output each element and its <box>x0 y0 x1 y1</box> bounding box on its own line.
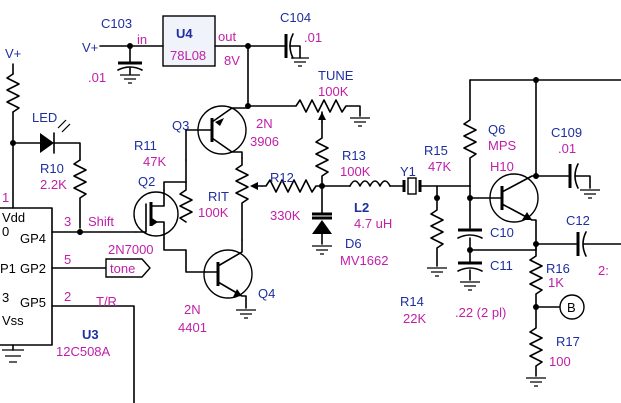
shift-net-label: Shift <box>88 214 114 229</box>
u3-pin3: 3 <box>2 290 9 305</box>
rit-ref: RIT <box>208 189 229 204</box>
r16-ref: R16 <box>546 261 570 276</box>
u3-gp2: GP2 <box>20 261 46 276</box>
r11-value: 47K <box>143 154 166 169</box>
u4-out-voltage: 8V <box>224 53 240 68</box>
r10-value: 2.2K <box>40 177 67 192</box>
vplus-left-label: V+ <box>5 46 21 61</box>
q3-ref: Q3 <box>172 118 189 133</box>
q2-ref: Q2 <box>138 174 155 189</box>
u4-part: 78L08 <box>170 48 206 63</box>
q4-part-line1: 2N <box>184 302 201 317</box>
l2-value: 4.7 uH <box>354 216 392 231</box>
tone-label: tone <box>110 261 135 276</box>
r11-ref: R11 <box>134 138 157 153</box>
b-test-point <box>559 294 585 320</box>
c10-c11-value: .22 (2 pl) <box>455 305 506 320</box>
rit-value: 100K <box>198 205 229 220</box>
u4-ref: U4 <box>176 26 193 41</box>
r15-value: 47K <box>428 159 451 174</box>
c12-ref: C12 <box>566 213 590 228</box>
c11-ref: C11 <box>490 258 513 273</box>
q3-part-line1: 2N <box>256 116 273 131</box>
u3-vss: Vss <box>2 313 24 328</box>
regulator-u4: U4 78L08 in out 8V <box>137 15 240 68</box>
tone-port <box>105 258 151 278</box>
u3-p1: P1 <box>0 261 16 276</box>
r17-value: 100 <box>549 354 571 369</box>
q4-part-line2: 4401 <box>178 320 207 335</box>
tr-net-label: T/R <box>96 294 117 309</box>
gp2-pin-number: 5 <box>64 252 71 267</box>
q2-part: 2N7000 <box>108 242 154 257</box>
c10-ref: C10 <box>490 225 514 240</box>
c103-ref: C103 <box>101 16 132 31</box>
gp5-pin-number: 2 <box>64 289 71 304</box>
r16-value: 1K <box>548 275 564 290</box>
r12-value: 330K <box>270 208 301 223</box>
l2-ref: L2 <box>354 200 369 215</box>
q2-mosfet <box>133 189 179 239</box>
u4-out-pin: out <box>218 29 236 44</box>
q3-transistor <box>185 105 249 159</box>
u3-pin0: 0 <box>2 224 9 239</box>
q4-ref: Q4 <box>258 286 275 301</box>
b-test-point-label: B <box>567 300 576 315</box>
r14-value: 22K <box>403 311 426 326</box>
r12-ref: R12 <box>270 170 294 185</box>
u3-pin1: 1 <box>2 190 9 205</box>
r17-ref: R17 <box>556 334 580 349</box>
r13-value: 100K <box>340 164 371 179</box>
r14-ref: R14 <box>400 294 424 309</box>
c12-value-partial: 2: <box>598 263 609 278</box>
q3-part-line2: 3906 <box>250 134 279 149</box>
u3-ref: U3 <box>82 327 99 342</box>
c109-value: .01 <box>558 141 576 156</box>
u3-vdd: Vdd <box>2 210 25 225</box>
d6-part: MV1662 <box>340 253 388 268</box>
q4-transistor <box>203 239 253 309</box>
tune-ref: TUNE <box>318 68 354 83</box>
gp4-pin-number: 3 <box>64 214 71 229</box>
led-ref: LED <box>32 110 57 125</box>
tune-value: 100K <box>318 84 349 99</box>
u4-in-pin: in <box>137 32 147 47</box>
c104-value: .01 <box>304 30 322 45</box>
u3-gp4: GP4 <box>20 231 46 246</box>
c104-ref: C104 <box>280 10 311 25</box>
q6-part-line2: H10 <box>490 159 514 174</box>
r10-ref: R10 <box>40 161 64 176</box>
q6-part-line1: MPS <box>488 138 517 153</box>
c103-value: .01 <box>88 70 106 85</box>
q6-ref: Q6 <box>488 122 505 137</box>
mcu-u3: 1 Vdd 0 GP4 P1 GP2 3 GP5 Vss U3 12C508A <box>0 190 111 359</box>
y1-ref: Y1 <box>400 164 416 179</box>
u3-gp5: GP5 <box>20 295 46 310</box>
d6-ref: D6 <box>345 236 362 251</box>
u3-part: 12C508A <box>56 344 111 359</box>
c109-ref: C109 <box>551 125 582 140</box>
r13-ref: R13 <box>342 148 366 163</box>
vplus-input-label: V+ <box>82 40 98 55</box>
r15-ref: R15 <box>424 143 448 158</box>
